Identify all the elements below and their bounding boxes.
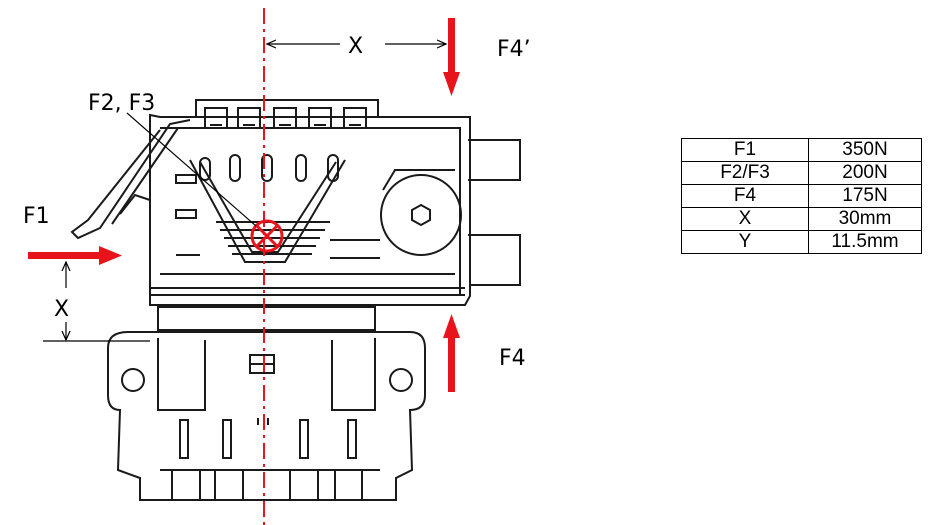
- x-left-label: X: [54, 297, 69, 322]
- table-row: F4 175N: [681, 184, 922, 208]
- table-cell-name: F1: [681, 138, 809, 162]
- table-row: Y 11.5mm: [681, 230, 922, 254]
- lower-connector: [107, 306, 426, 501]
- left-x-dimension: [43, 262, 150, 342]
- table-row: X 30mm: [681, 207, 922, 231]
- f2-f3-leader-line: [126, 112, 257, 227]
- table-cell-value: 200N: [808, 161, 922, 185]
- f1-arrow: [28, 246, 122, 265]
- table-cell-name: X: [681, 207, 809, 231]
- table-cell-name: F2/F3: [681, 161, 809, 185]
- table-cell-value: 350N: [808, 138, 922, 162]
- f4-arrow: [443, 314, 460, 392]
- table-cell-name: Y: [681, 230, 809, 254]
- table-cell-value: 175N: [808, 184, 922, 208]
- f2-f3-label: F2, F3: [88, 91, 155, 116]
- table-row: F1 350N: [681, 138, 922, 162]
- table-cell-name: F4: [681, 184, 809, 208]
- table-cell-value: 11.5mm: [808, 230, 922, 254]
- force-spec-table: F1 350N F2/F3 200N F4 175N X 30mm Y 11.5…: [681, 138, 922, 254]
- f4-label: F4: [499, 346, 526, 371]
- f1-label: F1: [23, 204, 50, 229]
- upper-connector: [70, 99, 521, 306]
- f4-prime-arrow: [443, 18, 460, 96]
- f2-f3-force-symbol: [250, 219, 284, 253]
- f4-prime-label: F4’: [497, 37, 531, 62]
- table-cell-value: 30mm: [808, 207, 922, 231]
- table-row: F2/F3 200N: [681, 161, 922, 185]
- x-top-label: X: [348, 34, 363, 59]
